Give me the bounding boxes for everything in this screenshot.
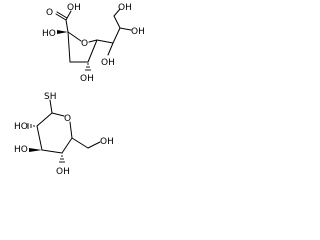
label-side-oh-right: OH: [131, 27, 145, 37]
label-carboxyl-o: O: [46, 8, 53, 18]
ring-bond-c4-c3: [41, 149, 63, 154]
bond-c5-c6: [96, 39, 114, 44]
bond-carbonyl-2: [56, 11, 68, 19]
label-c2-ho: HO: [14, 122, 28, 132]
bond-c2-carboxyl: [65, 19, 69, 33]
ring-bond-o-c5: [88, 39, 98, 43]
hash-bond-c4-oh: [59, 155, 65, 163]
label-c3-ho: HO: [14, 145, 28, 155]
bond-c7-c8: [113, 15, 121, 29]
chemical-structure-diagram: O OH HO O OH OH OH OH: [0, 0, 146, 179]
label-ring-o: O: [64, 114, 71, 124]
ring-bond-c2-o: [67, 31, 82, 42]
hash-bond-c2-oh: [27, 123, 35, 129]
ring-bond-c3-c2: [67, 31, 71, 63]
wedge-bond-anomeric-oh: [57, 30, 68, 34]
bond-c1-sh: [49, 99, 53, 114]
bond-c6-oh: [87, 141, 101, 149]
bond-carbonyl-1: [55, 13, 67, 21]
label-c6-oh: OH: [100, 137, 114, 147]
label-ring-o: O: [81, 39, 88, 49]
wedge-bond-c3-oh: [29, 148, 42, 152]
label-side-oh-top: OH: [118, 3, 132, 13]
label-ring-oh: OH: [80, 74, 94, 84]
bond-c6-oh: [107, 42, 114, 56]
bond-c7-oh: [119, 27, 132, 31]
ring-bond-c5-c4: [61, 137, 73, 154]
top-molecule: O OH HO O OH OH OH OH: [42, 3, 145, 84]
ring-bond-o-c5: [69, 121, 73, 139]
label-anomeric-ho: HO: [42, 29, 56, 39]
ring-bond-c1-o: [51, 112, 65, 117]
hash-bond-ring-oh: [85, 63, 91, 71]
label-thiol: SH: [44, 92, 56, 102]
bottom-molecule: SH HO O HO OH OH: [14, 92, 114, 177]
ring-bond-c3-c2: [36, 125, 43, 151]
label-c4-oh: OH: [56, 167, 70, 177]
bond-c8-oh: [113, 8, 121, 17]
ring-bond-c2-c1: [36, 112, 53, 127]
structure-canvas: O OH HO O OH OH OH OH: [14, 3, 145, 177]
label-side-oh-bottom: OH: [101, 58, 115, 68]
bond-c5-c6: [71, 137, 89, 149]
bond-c6-c7: [112, 27, 121, 44]
ring-bond-c5-c4: [87, 39, 98, 63]
label-carboxyl-oh: OH: [67, 3, 81, 13]
bond-carboxyl-oh: [65, 10, 72, 21]
